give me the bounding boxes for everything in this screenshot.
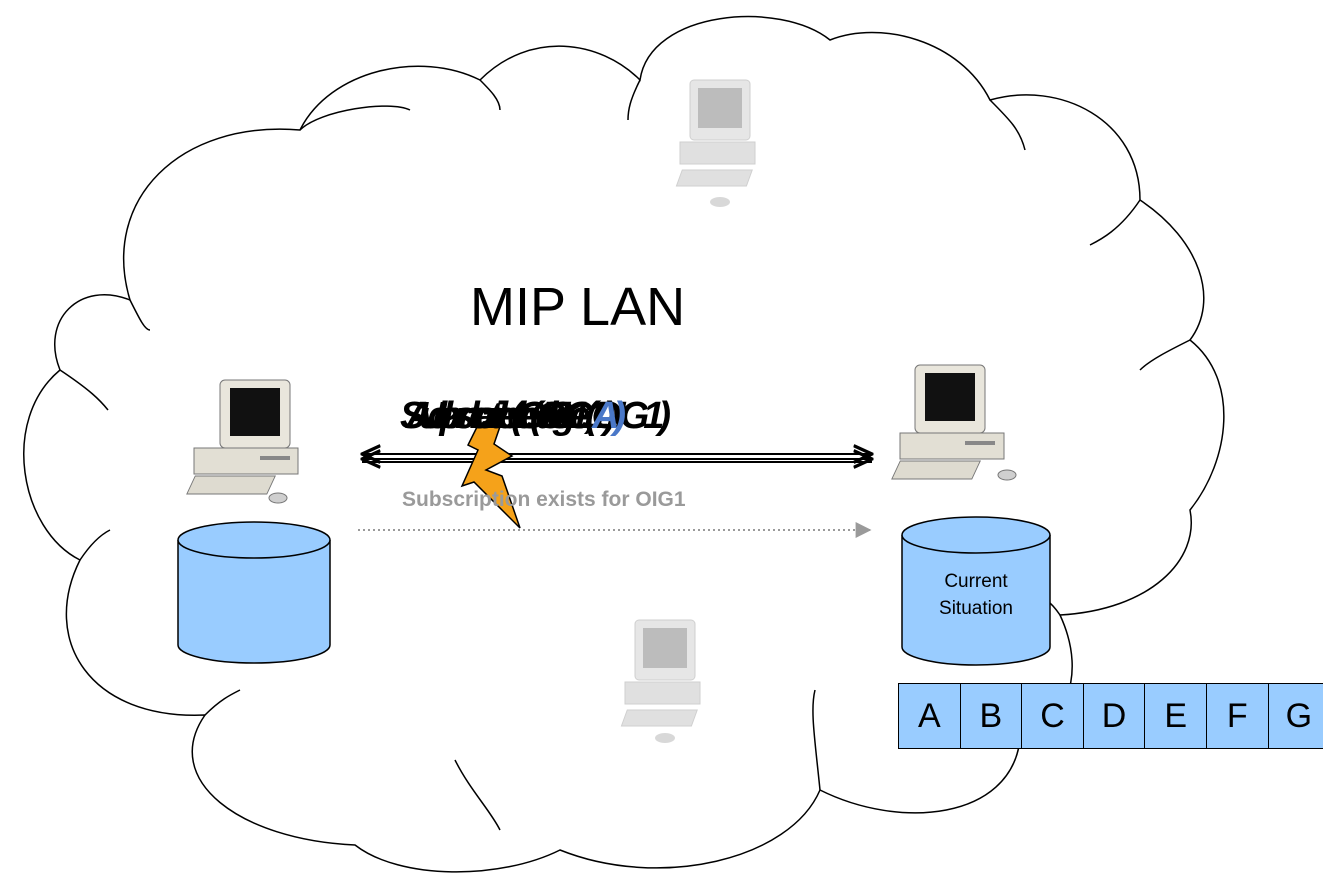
- subscription-message: Subscription exists for OIG1: [402, 488, 686, 511]
- database-label-line1: Current: [944, 571, 1008, 592]
- situation-table: A B C D E F G: [898, 683, 1323, 749]
- left-computer-icon: [186, 379, 299, 504]
- database-label: Current Situation: [906, 568, 1046, 622]
- faded-computer-top-icon: [675, 79, 756, 207]
- overlapping-messages: Subscribe(OIG1) Acknowledge(OIG1) Update…: [400, 395, 671, 438]
- message-update-blue-fragment: A): [591, 395, 626, 437]
- message-subscribe: Subscribe(OIG1): [400, 395, 616, 437]
- lightning-icon: [460, 410, 521, 529]
- table-cell: C: [1021, 684, 1083, 748]
- table-cell: B: [959, 684, 1022, 748]
- message-arrows: [362, 454, 872, 462]
- message-acknowledge: Acknowledge(OIG1): [406, 395, 671, 437]
- left-database-icon: [177, 521, 331, 664]
- table-cell: D: [1082, 684, 1145, 748]
- network-label: MIP LAN: [470, 277, 686, 337]
- faded-computer-bottom-icon: [620, 619, 701, 743]
- message-update: Update(OIG1, A): [418, 395, 626, 437]
- right-database-icon: [901, 516, 1051, 666]
- database-label-line2: Situation: [939, 598, 1013, 619]
- table-cell: E: [1144, 684, 1206, 748]
- table-cell: G: [1267, 684, 1323, 748]
- table-cell: F: [1205, 684, 1268, 748]
- table-cell: A: [917, 696, 941, 735]
- right-computer-icon: [891, 364, 1017, 481]
